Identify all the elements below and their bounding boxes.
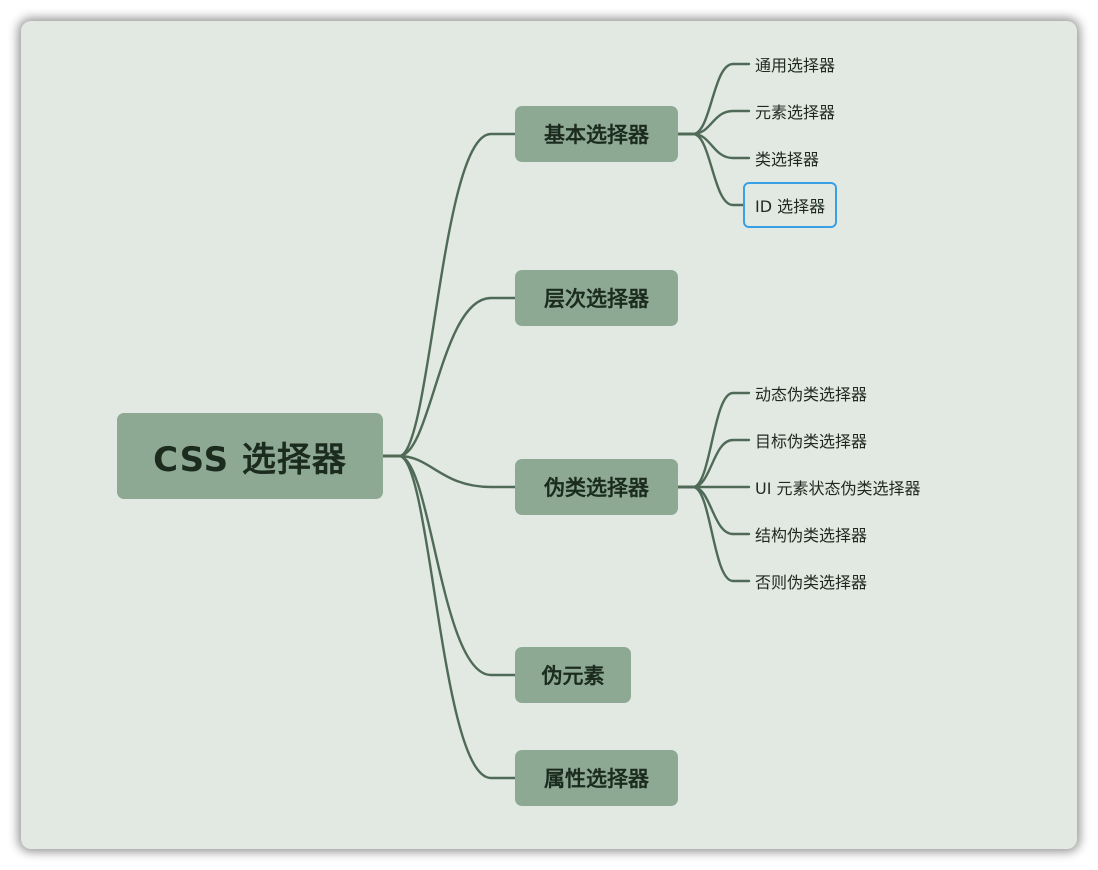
connector-pseudo-target xyxy=(676,438,751,489)
connector-basic-id xyxy=(676,132,745,207)
leaf-element-selector[interactable]: 元素选择器 xyxy=(755,103,836,122)
connector-basic-universal xyxy=(676,62,751,136)
branch-attribute-selectors[interactable]: 属性选择器 xyxy=(515,750,678,806)
connector-root-pseudo-element xyxy=(381,454,517,677)
leaf-universal-selector[interactable]: 通用选择器 xyxy=(755,56,836,75)
connector-basic-element xyxy=(676,109,751,136)
mindmap-canvas: CSS 选择器 基本选择器 层次选择器 伪类选择器 伪元素 属性选择器 通用选择… xyxy=(21,21,1077,849)
leaf-dynamic-pseudo-class[interactable]: 动态伪类选择器 xyxy=(755,385,868,404)
leaf-negation-pseudo-class[interactable]: 否则伪类选择器 xyxy=(755,573,868,592)
leaf-id-selector[interactable]: ID 选择器 xyxy=(743,182,838,228)
leaf-class-selector[interactable]: 类选择器 xyxy=(755,150,820,169)
branch-basic-selectors[interactable]: 基本选择器 xyxy=(515,106,678,162)
connector-root-pseudo-class xyxy=(381,454,517,489)
leaf-structural-pseudo-class[interactable]: 结构伪类选择器 xyxy=(755,526,868,545)
connector-root-basic xyxy=(381,132,517,458)
leaf-ui-state-pseudo-class[interactable]: UI 元素状态伪类选择器 xyxy=(755,479,921,498)
connector-root-attribute xyxy=(381,454,517,780)
leaf-target-pseudo-class[interactable]: 目标伪类选择器 xyxy=(755,432,868,451)
branch-level-selectors[interactable]: 层次选择器 xyxy=(515,270,678,326)
connector-pseudo-negation xyxy=(676,485,751,583)
root-node[interactable]: CSS 选择器 xyxy=(117,413,383,499)
connector-root-level xyxy=(381,296,517,458)
connector-lines xyxy=(381,62,751,780)
branch-pseudo-elements[interactable]: 伪元素 xyxy=(515,647,631,703)
connector-pseudo-structural xyxy=(676,485,751,536)
connector-basic-class xyxy=(676,132,751,160)
branch-pseudo-class-selectors[interactable]: 伪类选择器 xyxy=(515,459,678,515)
